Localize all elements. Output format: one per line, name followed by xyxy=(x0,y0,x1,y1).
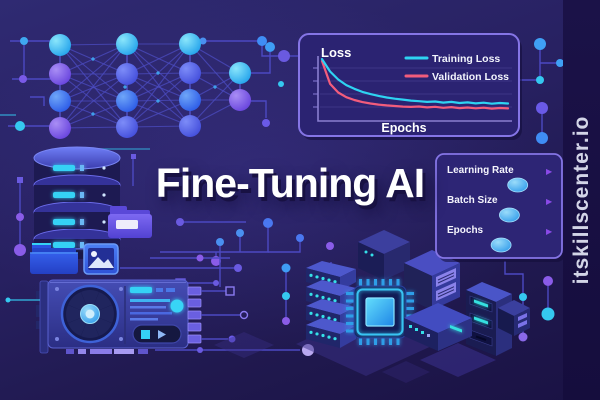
network-node xyxy=(229,89,251,111)
chart-axes xyxy=(317,56,512,122)
network-node xyxy=(179,33,201,55)
training-loss-curve xyxy=(320,57,510,105)
loss-chart-panel: Loss Epochs Training Loss Validation Los… xyxy=(298,33,522,140)
network-node xyxy=(179,115,201,137)
page-title: Fine-Tuning AI xyxy=(155,160,425,206)
server-box-far-right xyxy=(498,300,530,336)
folder-icon-blue xyxy=(30,243,78,274)
network-node xyxy=(229,62,251,84)
network-node xyxy=(49,117,71,139)
training-loss-label: Training Loss xyxy=(432,53,500,65)
network-node xyxy=(116,33,138,55)
circuit-left-of-network xyxy=(0,37,58,131)
validation-loss-label: Validation Loss xyxy=(432,71,509,83)
batch-size-expand-icon[interactable]: ▶ xyxy=(546,197,553,206)
circuit-right-of-chart xyxy=(519,38,564,144)
epochs-label: Epochs xyxy=(447,225,484,236)
network-node xyxy=(116,90,138,112)
network-node xyxy=(116,63,138,85)
circuit-network-right xyxy=(251,42,284,127)
server-cluster-illustration xyxy=(214,230,530,383)
gpu-bottom-pins xyxy=(66,349,148,354)
learning-rate-label: Learning Rate xyxy=(447,165,514,176)
hyperparameter-panel: Learning Rate ▶ Batch Size ▶ Epochs ▶ xyxy=(435,153,565,262)
gpu-fan xyxy=(60,284,120,344)
validation-loss-curve xyxy=(320,59,510,110)
gpu-output-connectors xyxy=(5,238,249,344)
batch-size-label: Batch Size xyxy=(447,195,498,206)
chart-axis-ticks xyxy=(313,67,318,108)
circuit-left-of-servers xyxy=(281,242,334,325)
watermark-band xyxy=(563,0,600,400)
network-node xyxy=(49,63,71,85)
slider-row-batch-size: Batch Size ▶ xyxy=(445,195,553,223)
epochs-slider-knob[interactable] xyxy=(490,237,512,253)
network-node xyxy=(179,62,201,84)
image-file-icon xyxy=(83,243,119,275)
circuit-top-middle xyxy=(199,36,299,62)
batch-size-slider-knob[interactable] xyxy=(498,207,520,223)
chart-x-axis-label: Epochs xyxy=(381,121,426,135)
network-node xyxy=(116,116,138,138)
cpu-chip-icon xyxy=(346,279,414,345)
chart-legend: Training Loss Validation Loss xyxy=(404,53,509,83)
database-stack-icon xyxy=(33,146,121,259)
learning-rate-slider-knob[interactable] xyxy=(507,177,529,193)
gpu-panel-details xyxy=(130,287,184,344)
folder-icon-purple xyxy=(108,206,152,238)
network-node xyxy=(49,90,71,112)
server-box-front xyxy=(404,303,472,351)
network-node xyxy=(179,89,201,111)
database-led-lights xyxy=(53,165,84,248)
slider-row-epochs: Epochs ▶ xyxy=(445,225,553,253)
slider-row-learning-rate: Learning Rate ▶ xyxy=(445,165,553,193)
neural-network-diagram xyxy=(49,33,251,139)
epochs-expand-icon[interactable]: ▶ xyxy=(546,227,553,236)
watermark-text: itskillscenter.io xyxy=(570,115,593,285)
learning-rate-expand-icon[interactable]: ▶ xyxy=(546,167,553,176)
server-tower-back xyxy=(358,230,410,280)
network-node xyxy=(49,34,71,56)
server-rack-stack xyxy=(306,261,356,348)
chart-y-axis-label: Loss xyxy=(321,45,351,60)
gpu-card-illustration xyxy=(5,238,249,354)
